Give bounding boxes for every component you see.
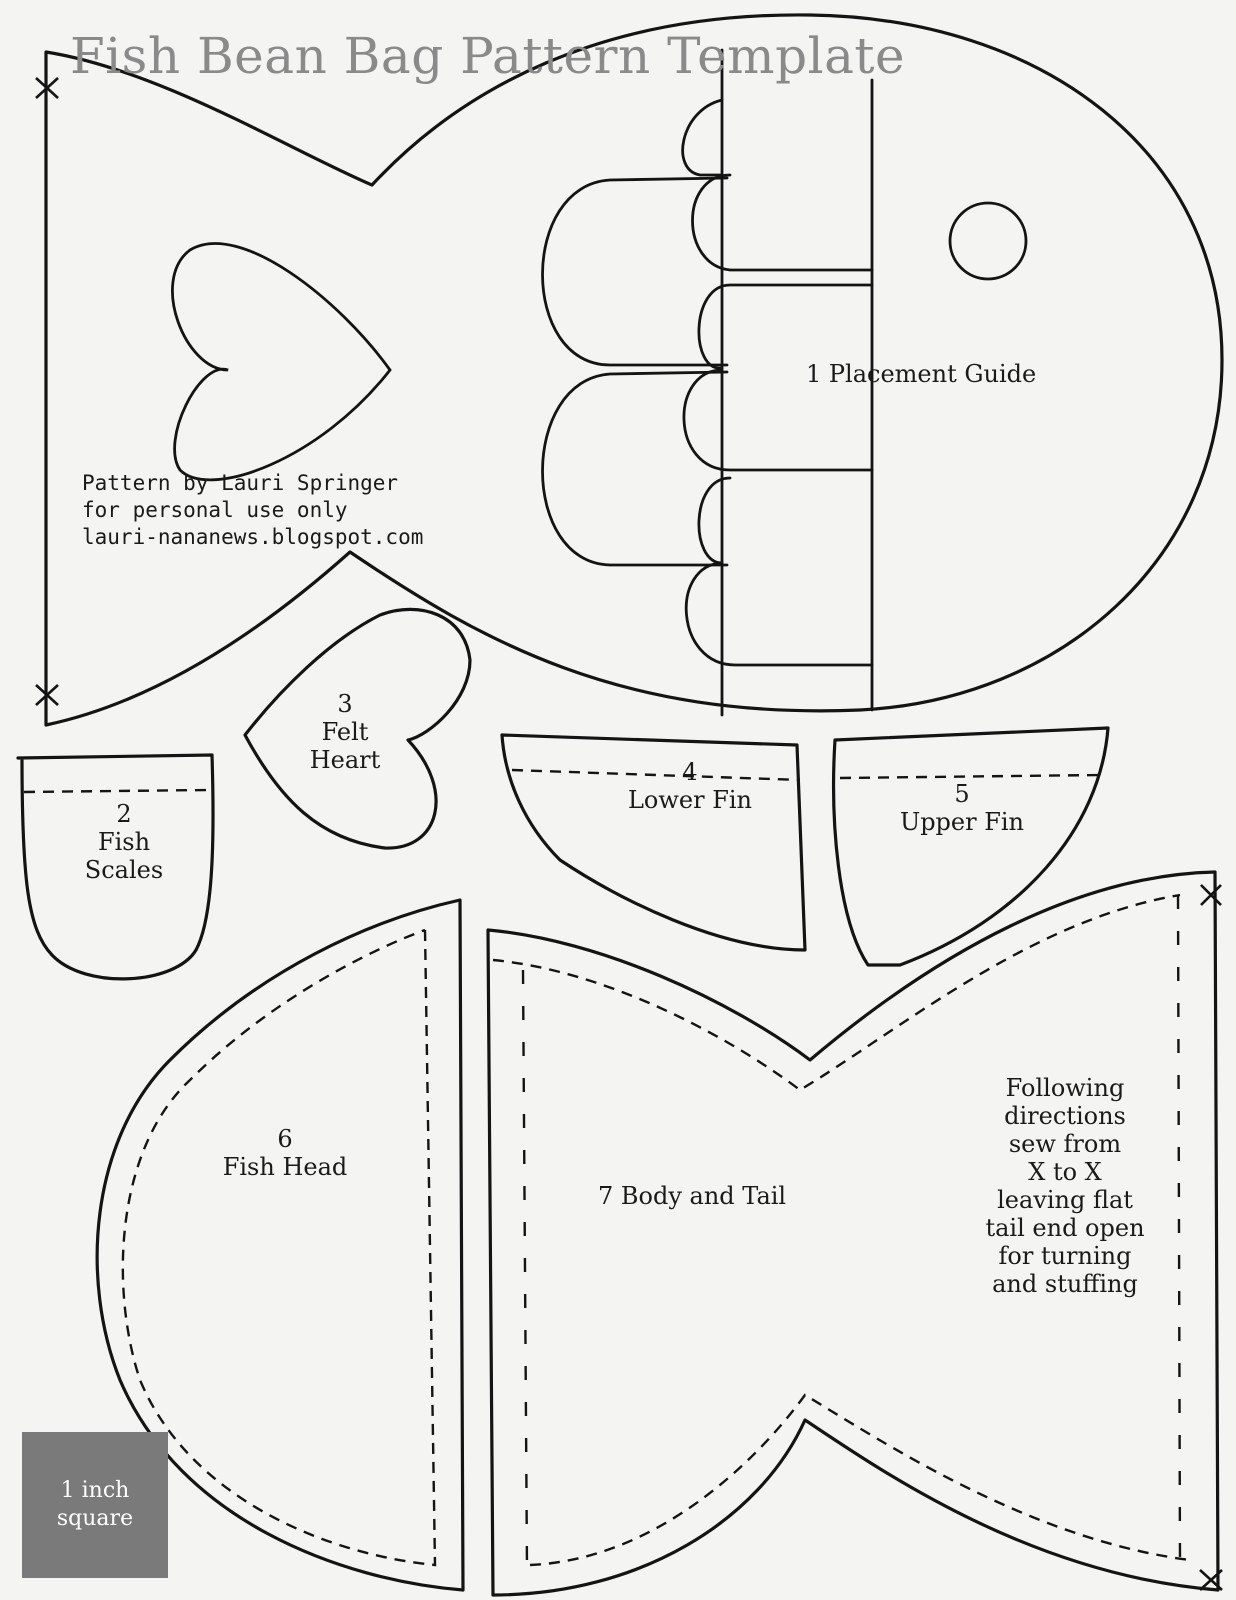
lower-fin-label: 4 Lower Fin	[610, 758, 770, 814]
fish-head-name: Fish Head	[222, 1153, 348, 1181]
felt-heart-line2: Heart	[309, 746, 381, 774]
fish-scales-line1: Fish	[97, 828, 151, 856]
fish-scales-number: 2	[116, 800, 132, 828]
felt-heart-number: 3	[337, 690, 353, 718]
sewing-directions: Following directions sew from X to X lea…	[970, 1074, 1160, 1298]
fish-scales-line2: Scales	[84, 856, 164, 884]
credit-block: Pattern by Lauri Springer for personal u…	[82, 470, 423, 551]
credit-line-2: for personal use only	[82, 498, 348, 522]
credit-line-1: Pattern by Lauri Springer	[82, 471, 399, 495]
scale-reference-square: 1 inch square	[22, 1432, 168, 1578]
felt-heart-piece	[243, 607, 472, 850]
fish-scales-label: 2 Fish Scales	[84, 800, 164, 884]
felt-heart-line1: Felt	[321, 718, 369, 746]
upper-fin-number: 5	[954, 780, 970, 808]
page-title: Fish Bean Bag Pattern Template	[70, 27, 906, 85]
directions-line: leaving flat	[997, 1186, 1133, 1214]
fish-scales-piece	[16, 753, 215, 981]
upper-fin-label: 5 Upper Fin	[882, 780, 1042, 836]
directions-line: for turning	[998, 1242, 1132, 1270]
directions-line: X to X	[1028, 1158, 1102, 1186]
upper-fin-name: Upper Fin	[899, 808, 1025, 836]
felt-heart-label: 3 Felt Heart	[300, 690, 390, 774]
body-tail-label: 7 Body and Tail	[598, 1182, 787, 1210]
fish-head-piece	[95, 898, 465, 1592]
lower-fin-name: Lower Fin	[627, 786, 753, 814]
lower-fin-piece	[500, 733, 807, 952]
placement-guide-label: 1 Placement Guide	[806, 360, 1037, 388]
fish-head-number: 6	[277, 1125, 293, 1153]
directions-line: tail end open	[985, 1214, 1145, 1242]
upper-fin-piece	[832, 726, 1110, 967]
body-tail-piece	[486, 870, 1223, 1597]
credit-line-3: lauri-nananews.blogspot.com	[82, 525, 424, 549]
directions-line: and stuffing	[992, 1270, 1138, 1298]
directions-line: Following	[1005, 1074, 1125, 1102]
directions-line: directions	[1004, 1102, 1126, 1130]
lower-fin-number: 4	[682, 758, 698, 786]
directions-line: sew from	[1008, 1130, 1122, 1158]
scale-line1: 1 inch	[60, 1478, 130, 1503]
fish-head-label: 6 Fish Head	[205, 1125, 365, 1181]
scale-line2: square	[56, 1506, 134, 1531]
placement-guide-piece	[35, 13, 1224, 727]
